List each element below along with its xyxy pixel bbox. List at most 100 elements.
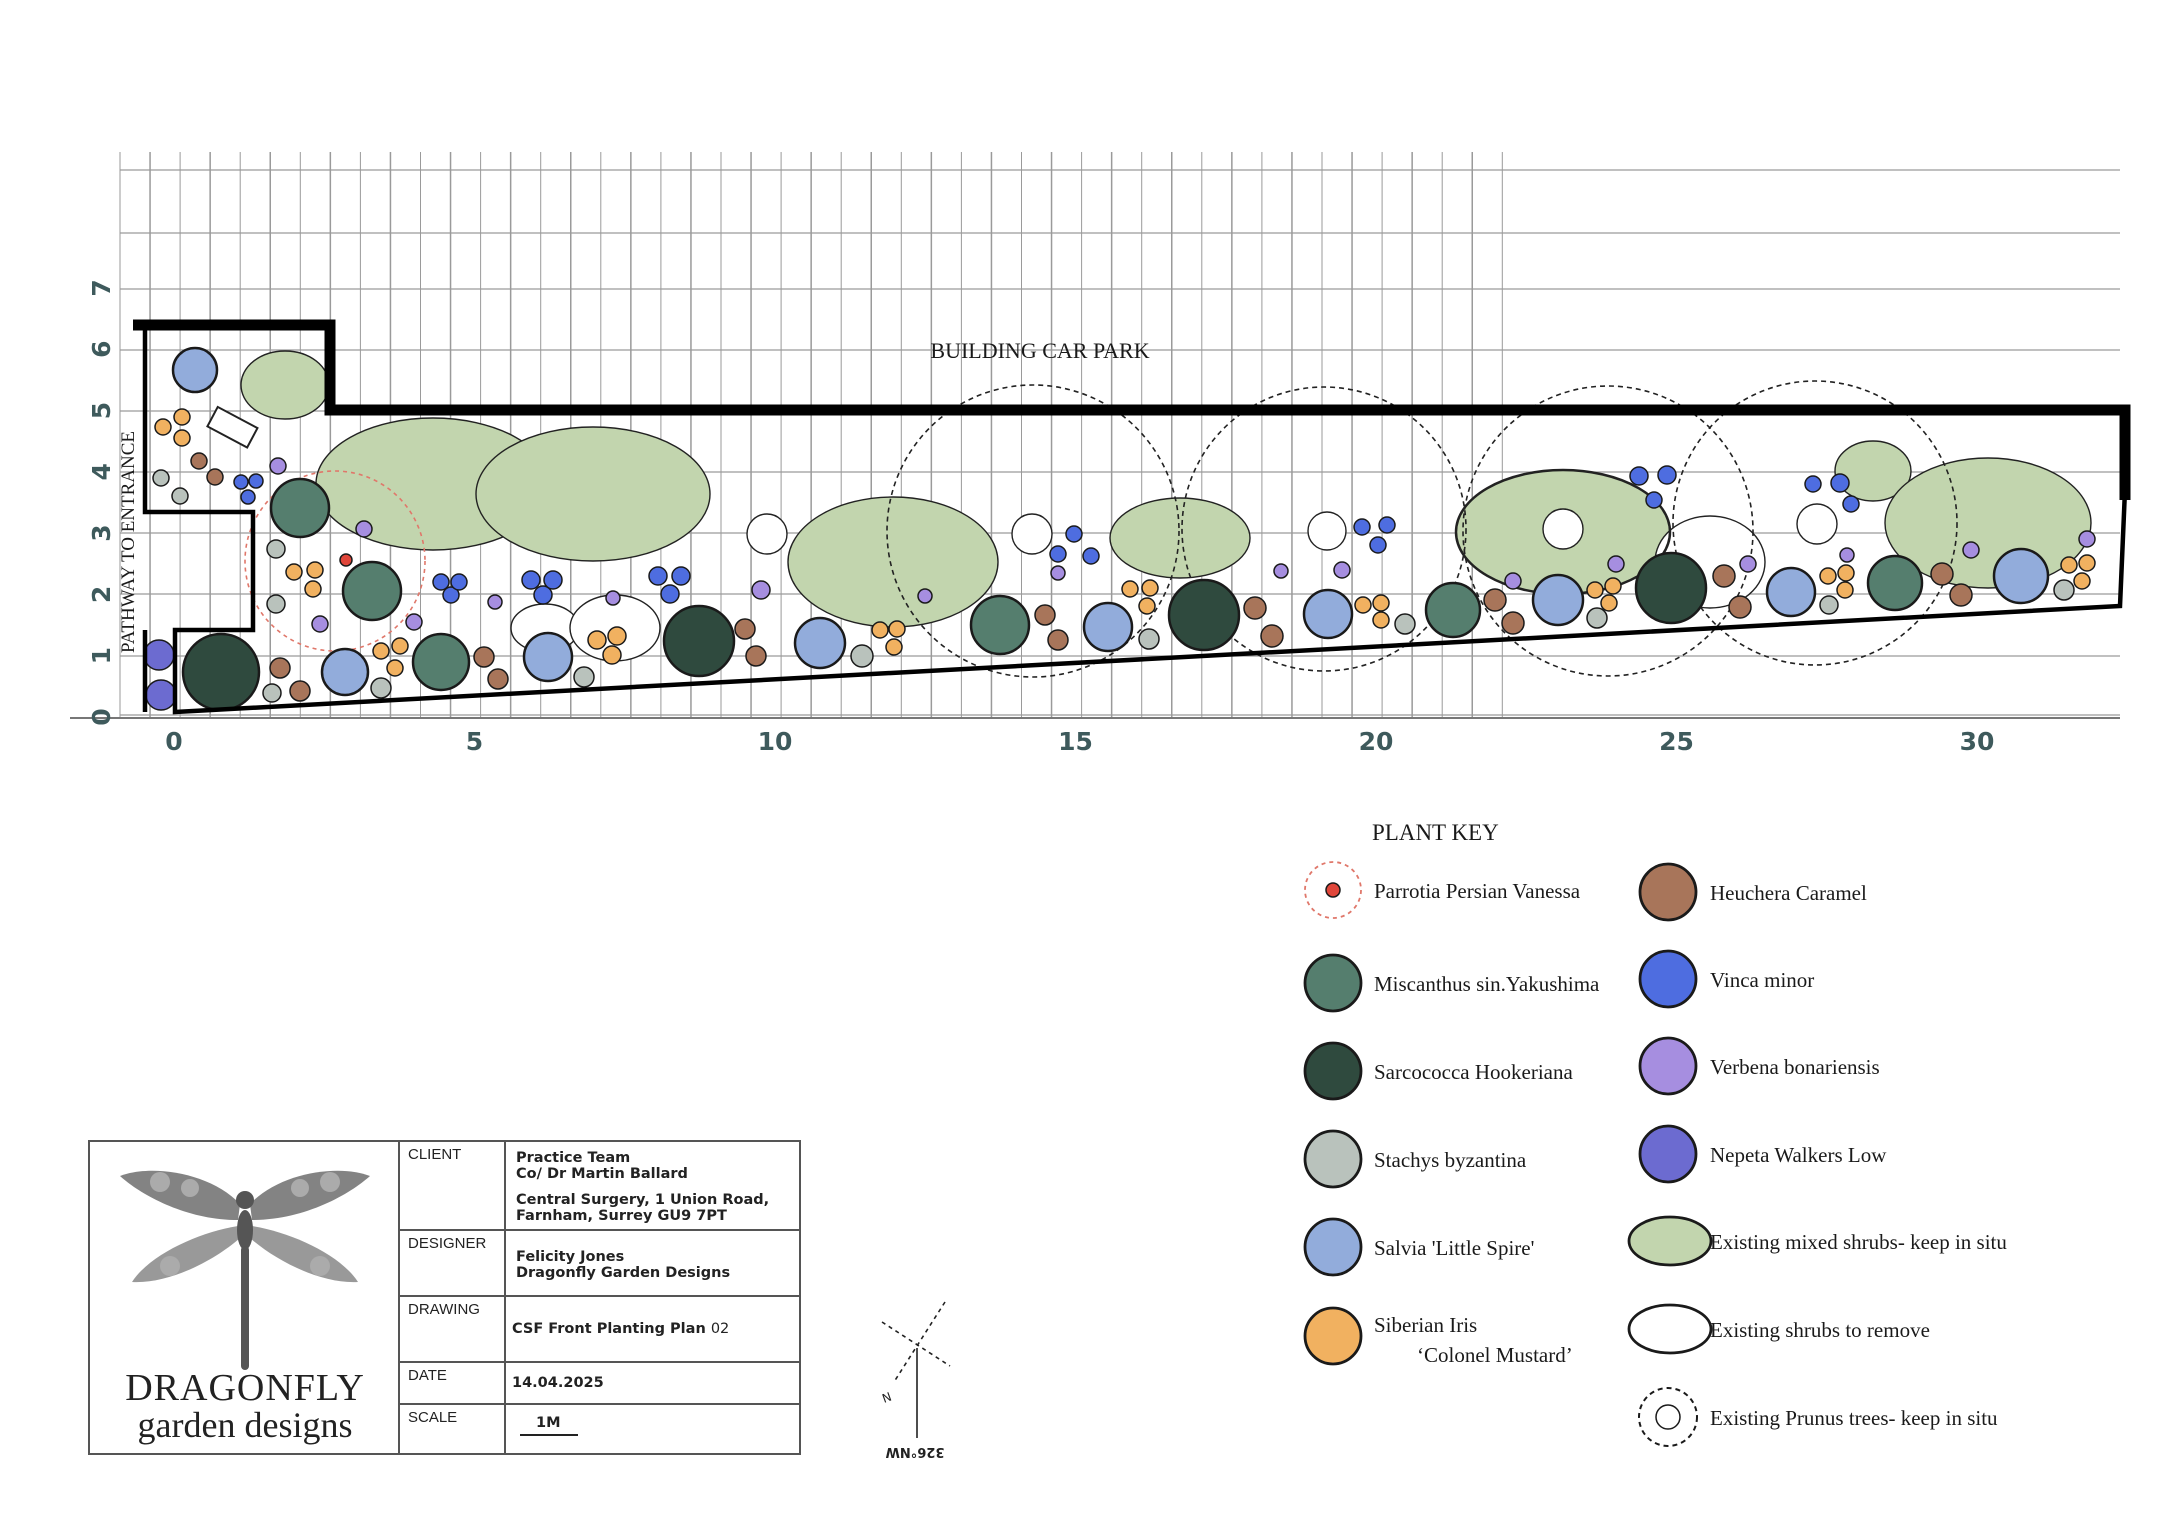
plant-iri — [602, 645, 622, 665]
plant-ver — [269, 457, 287, 475]
key-label: Nepeta Walkers Low — [1710, 1143, 1887, 1167]
plant-iri — [1836, 581, 1854, 599]
plant-sal — [1531, 573, 1585, 627]
plant-iri — [871, 621, 889, 639]
plant-iri — [173, 408, 191, 426]
plant-ver — [1839, 547, 1855, 563]
plant-vin — [1629, 466, 1649, 486]
plant-sta — [266, 594, 286, 614]
x-tick-label: 15 — [1058, 727, 1093, 756]
plant-vin — [1353, 518, 1371, 536]
plant-ver — [917, 588, 933, 604]
key-label: Miscanthus sin.Yakushima — [1374, 972, 1600, 996]
plant-vin — [1378, 516, 1396, 534]
pathway-label: PATHWAY TO ENTRANCE — [118, 431, 139, 653]
plant-ver — [311, 615, 329, 633]
shrub-to-remove — [1011, 513, 1053, 555]
plant-heu — [289, 680, 311, 702]
prunus-tree — [1462, 385, 1754, 677]
plant-vin — [660, 584, 680, 604]
key-label: Verbena bonariensis — [1710, 1055, 1880, 1079]
key-swatch — [1303, 1129, 1363, 1189]
key-swatch-inner — [1655, 1404, 1681, 1430]
plant-ver — [1333, 561, 1351, 579]
y-tick-label: 2 — [87, 586, 116, 603]
key-item: Sarcococca Hookeriana — [1303, 1041, 1573, 1101]
scale-bar — [520, 1434, 578, 1436]
plant-ver — [1607, 555, 1625, 573]
plant-iri — [173, 429, 191, 447]
existing-shrub — [1834, 440, 1912, 502]
plant-sta — [262, 683, 282, 703]
plant-vin — [233, 474, 249, 490]
plant-vin — [543, 570, 563, 590]
plant-sar — [1167, 578, 1241, 652]
plant-vin — [1804, 475, 1822, 493]
plant-sal — [1765, 566, 1817, 618]
plant-sal — [1082, 601, 1134, 653]
plant-ver — [1504, 572, 1522, 590]
north-arrow: N 326°NW — [880, 1301, 951, 1459]
x-tick-label: 25 — [1659, 727, 1694, 756]
plant-heu — [1034, 604, 1056, 626]
plant-sta — [573, 666, 595, 688]
plant-ver — [751, 580, 771, 600]
prunus-tree — [886, 384, 1180, 678]
key-swatch — [1638, 949, 1698, 1009]
plant-sal — [793, 616, 847, 670]
shrub-to-remove — [746, 513, 788, 555]
plant-sar — [181, 632, 261, 712]
drawing-value-wrap: CSF Front Planting Plan 02 — [512, 1321, 729, 1337]
x-tick-label: 5 — [466, 727, 483, 756]
plant-mis — [341, 560, 403, 622]
plant-iri — [1819, 567, 1837, 585]
plant-iri — [885, 638, 903, 656]
plant-heu — [1243, 596, 1267, 620]
plant-vin — [1645, 491, 1663, 509]
key-swatch — [1303, 1217, 1363, 1277]
plant-sta — [850, 644, 874, 668]
plants-layer — [143, 346, 2096, 712]
key-label: Heuchera Caramel — [1710, 881, 1867, 905]
plant-heu — [1712, 564, 1736, 588]
plant-sta — [152, 469, 170, 487]
client-line-1: Practice Team — [516, 1150, 631, 1166]
plant-heu — [1501, 611, 1525, 635]
plant-iri — [587, 630, 607, 650]
key-swatch — [1303, 953, 1363, 1013]
existing-shrub — [1109, 497, 1251, 579]
plant-ver — [1273, 563, 1289, 579]
plant-vin — [1657, 465, 1677, 485]
plant-sal — [1302, 588, 1354, 640]
plant-vin — [1082, 547, 1100, 565]
bed-boundary — [133, 319, 2131, 715]
plant-ver — [1739, 555, 1757, 573]
plant-heu — [1483, 588, 1507, 612]
plant-heu — [734, 618, 756, 640]
key-label: Stachys byzantina — [1374, 1148, 1527, 1172]
plant-sta — [1586, 607, 1608, 629]
plant-par — [339, 553, 353, 567]
plant-iri — [1141, 579, 1159, 597]
plant-vin — [248, 473, 264, 489]
y-tick-label: 7 — [87, 279, 116, 296]
plant-heu — [1949, 583, 1973, 607]
plant-sal — [320, 647, 370, 697]
plant-iri — [1372, 594, 1390, 612]
title-block: DRAGONFLY garden designs CLIENT Practice… — [88, 1140, 801, 1455]
existing-shrubs-layer — [206, 350, 2092, 662]
plant-ver — [1962, 541, 1980, 559]
y-tick-label: 3 — [87, 524, 116, 541]
key-swatch — [1638, 862, 1698, 922]
designer-row: DESIGNER Felicity Jones Dragonfly Garden… — [400, 1231, 799, 1297]
key-swatch-dot — [1325, 882, 1341, 898]
client-line-4: Farnham, Surrey GU9 7PT — [516, 1208, 727, 1224]
plant-iri — [1138, 597, 1156, 615]
key-item: Verbena bonariensis — [1638, 1036, 1880, 1096]
y-tick-label: 1 — [87, 647, 116, 664]
plant-nep — [145, 679, 177, 711]
plant-ver — [1050, 565, 1066, 581]
dragonfly-icon — [120, 1170, 370, 1370]
